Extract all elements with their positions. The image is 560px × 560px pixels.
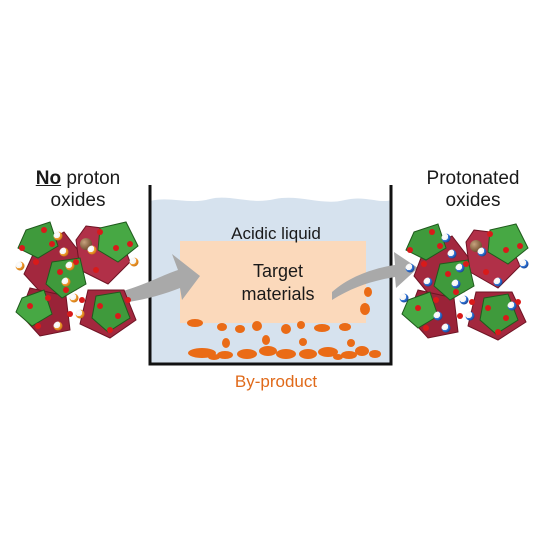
byproduct-particles xyxy=(187,287,381,360)
target-materials-label: Target materials xyxy=(196,260,360,306)
green-octahedron xyxy=(17,221,59,259)
green-octahedron xyxy=(91,291,131,333)
right-label-line1: Protonated xyxy=(426,168,520,189)
left-label-rest: proton xyxy=(61,168,121,189)
byproduct-label: By-product xyxy=(234,372,318,391)
green-octahedron xyxy=(405,223,447,261)
green-octahedron xyxy=(97,221,139,263)
left-label-line2: oxides xyxy=(50,190,106,211)
right-label-line2: oxides xyxy=(445,190,501,211)
protonated-oxides-label: Protonated oxides xyxy=(408,168,538,212)
right-crystal xyxy=(399,223,529,341)
target-label-line2: materials xyxy=(241,284,315,304)
arrow-in xyxy=(104,254,200,304)
oxygen-atoms xyxy=(19,227,133,333)
no-proton-oxides-label: No proton oxides xyxy=(18,168,138,212)
oxygen-atoms xyxy=(407,229,523,335)
no-emphasis: No xyxy=(35,168,62,189)
green-octahedron xyxy=(15,289,53,327)
acidic-liquid-label: Acidic liquid xyxy=(231,224,321,243)
green-octahedron xyxy=(487,223,529,265)
left-label-line1: No proton xyxy=(18,168,138,190)
target-label-line1: Target xyxy=(252,261,304,281)
target-materials-box xyxy=(180,241,366,323)
proton-spheres xyxy=(399,233,529,333)
beaker xyxy=(148,185,393,366)
arrow-out xyxy=(332,252,418,300)
left-crystal xyxy=(15,221,139,339)
proton-spheres xyxy=(15,231,139,331)
